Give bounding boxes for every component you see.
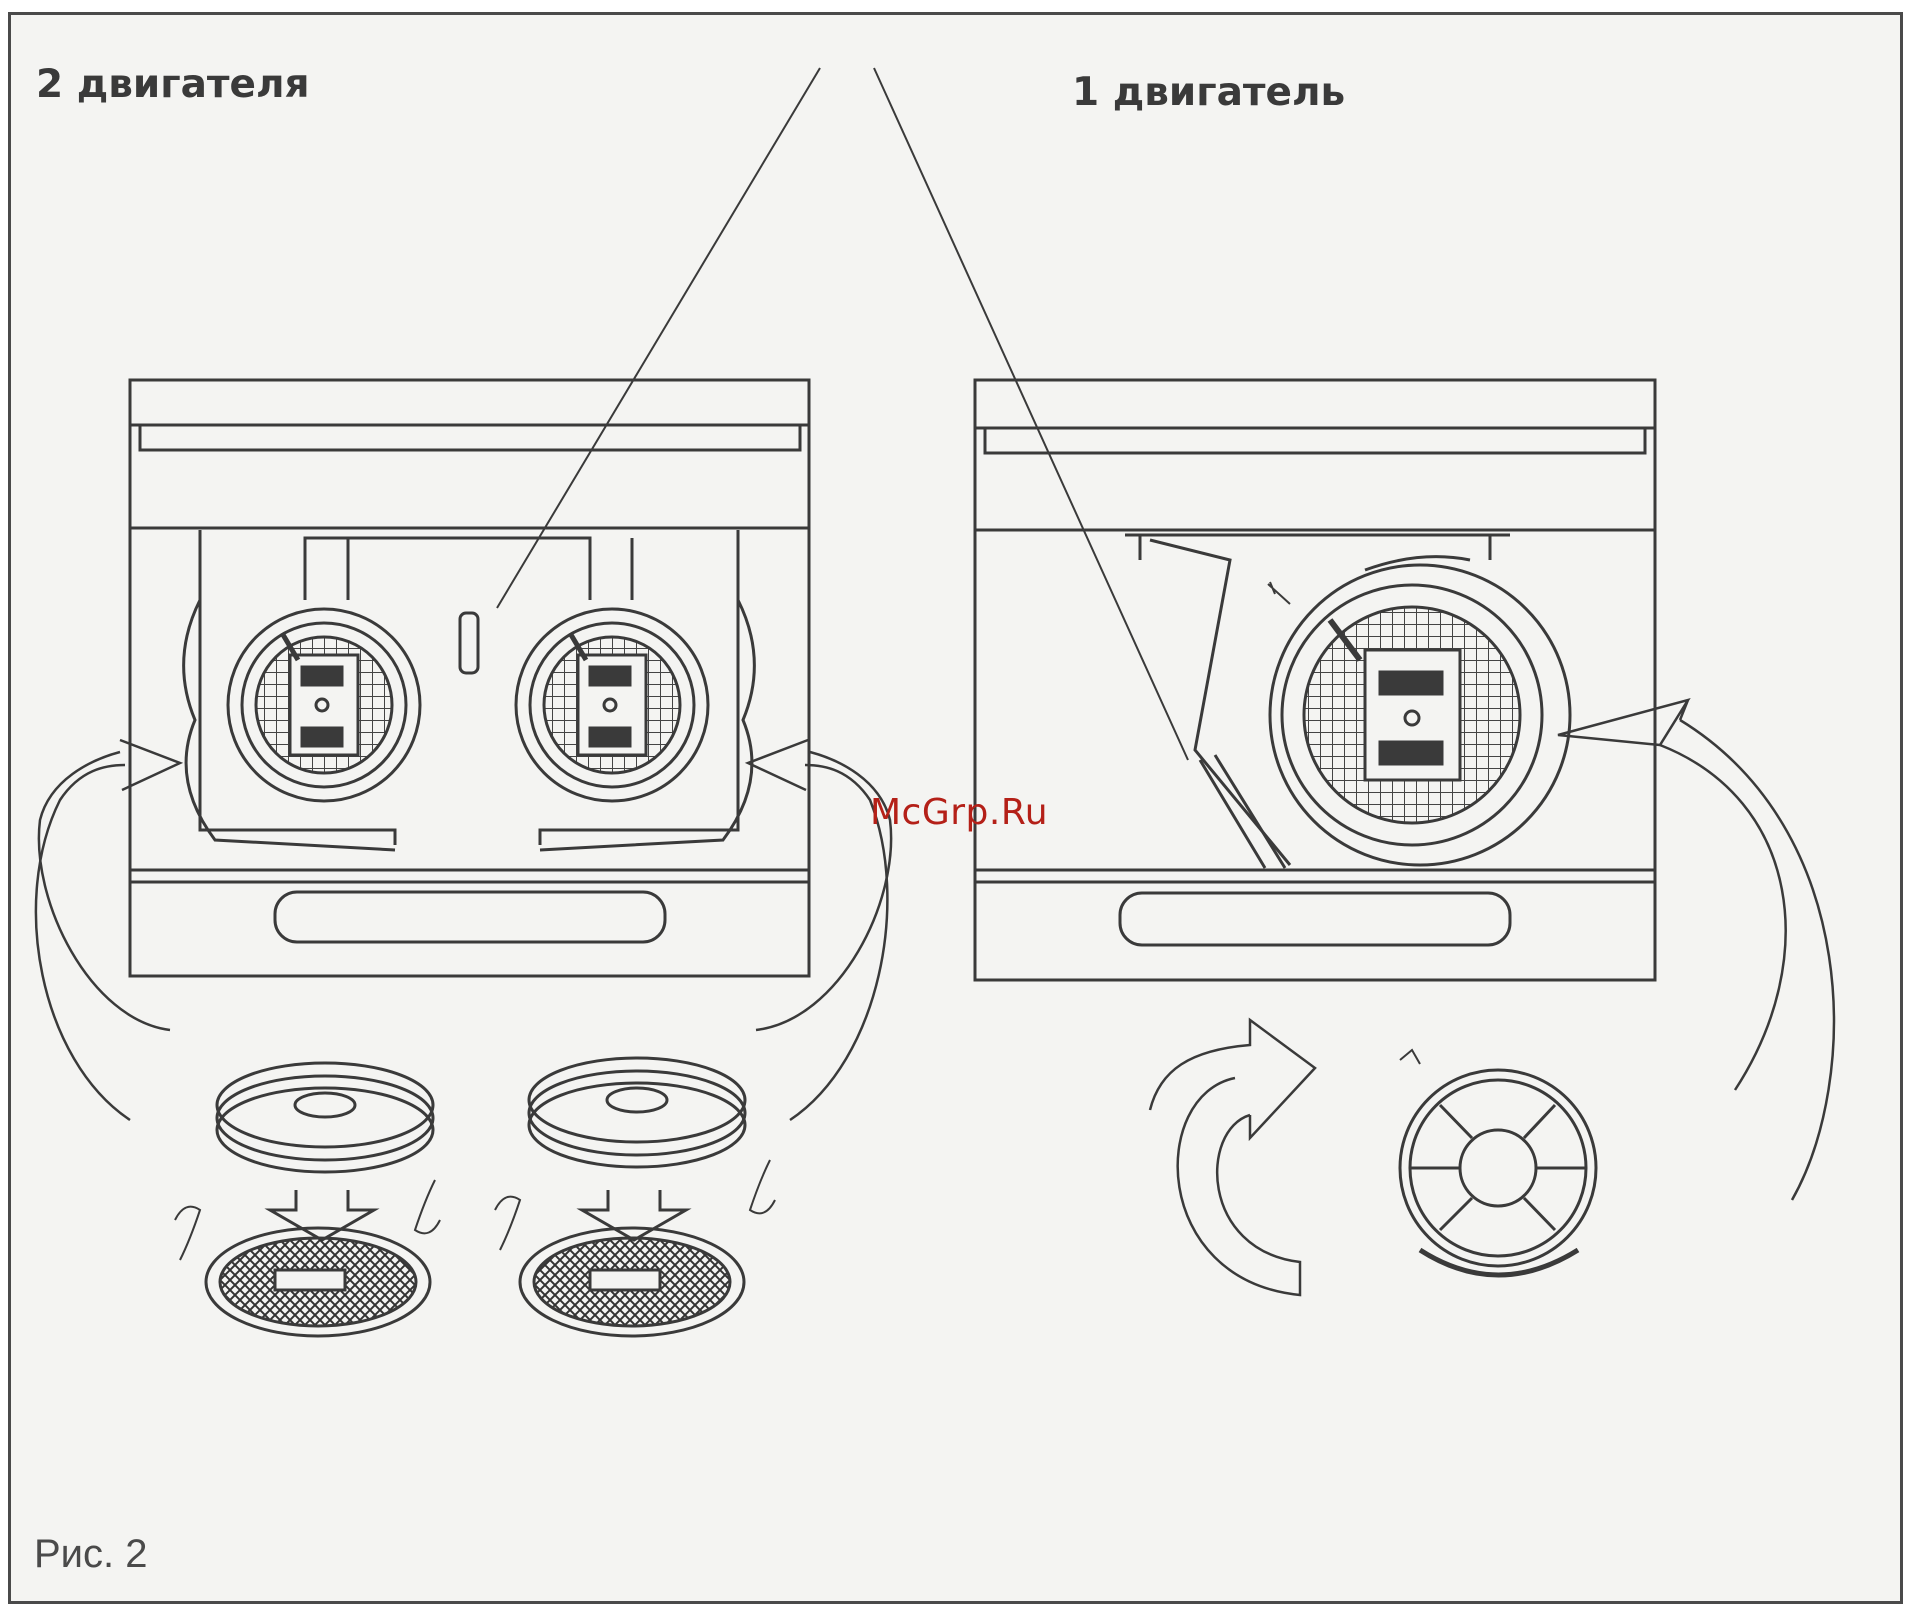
figure-caption: Рис. 2: [34, 1532, 148, 1577]
right-title: 1 двигатель: [1072, 70, 1345, 115]
right-hood-handle: [1120, 893, 1510, 945]
left-curved-arrows: [36, 740, 891, 1120]
filter-assembly-1: [175, 1063, 440, 1336]
left-hood-handle: [275, 892, 665, 942]
pointer-line-right: [874, 68, 1188, 760]
right-fan: [1270, 557, 1570, 865]
watermark: McGrp.Ru: [870, 792, 1048, 833]
left-fan-2: [516, 609, 708, 801]
left-hood: [130, 380, 809, 976]
filter-assembly-2: [495, 1058, 775, 1336]
right-hood: [975, 380, 1655, 980]
rotation-arrow: [1150, 1020, 1315, 1295]
fan-grille: [1400, 1050, 1596, 1275]
left-fan-1: [228, 609, 420, 801]
left-hood-slot: [460, 613, 478, 673]
right-curved-arrow: [1558, 700, 1834, 1200]
left-title: 2 двигателя: [36, 62, 310, 107]
